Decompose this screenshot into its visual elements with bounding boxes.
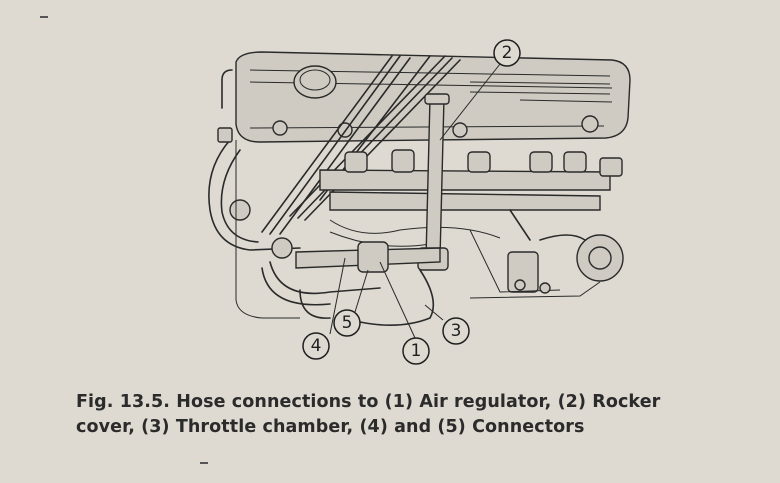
callout-4-label: 4 — [311, 336, 322, 356]
caption-line-2: cover, (3) Throttle chamber, (4) and (5)… — [76, 417, 585, 437]
figure-caption: Fig. 13.5. Hose connections to (1) Air r… — [76, 390, 766, 440]
callout-5-label: 5 — [342, 313, 353, 333]
leader-lines — [329, 63, 501, 339]
callout-2: 2 — [493, 39, 521, 67]
wiring-harness — [261, 55, 461, 235]
oil-filler-cap — [293, 65, 337, 99]
intake-manifold — [319, 149, 623, 247]
callout-3-label: 3 — [451, 321, 462, 341]
right-components — [469, 209, 624, 294]
engine-block — [235, 140, 601, 319]
callout-2-label: 2 — [502, 43, 513, 63]
print-speck — [200, 462, 208, 464]
caption-line-1: Fig. 13.5. Hose connections to (1) Air r… — [76, 392, 661, 412]
print-speck — [40, 16, 48, 18]
callout-5: 5 — [333, 309, 361, 337]
callout-1: 1 — [402, 337, 430, 365]
left-hose-loop — [208, 69, 301, 259]
engine-diagram: 2 3 5 4 1 — [208, 39, 631, 365]
callout-4: 4 — [302, 332, 330, 360]
callout-1-label: 1 — [411, 341, 422, 361]
throttle-hoses — [261, 241, 441, 326]
callout-3: 3 — [442, 317, 470, 345]
